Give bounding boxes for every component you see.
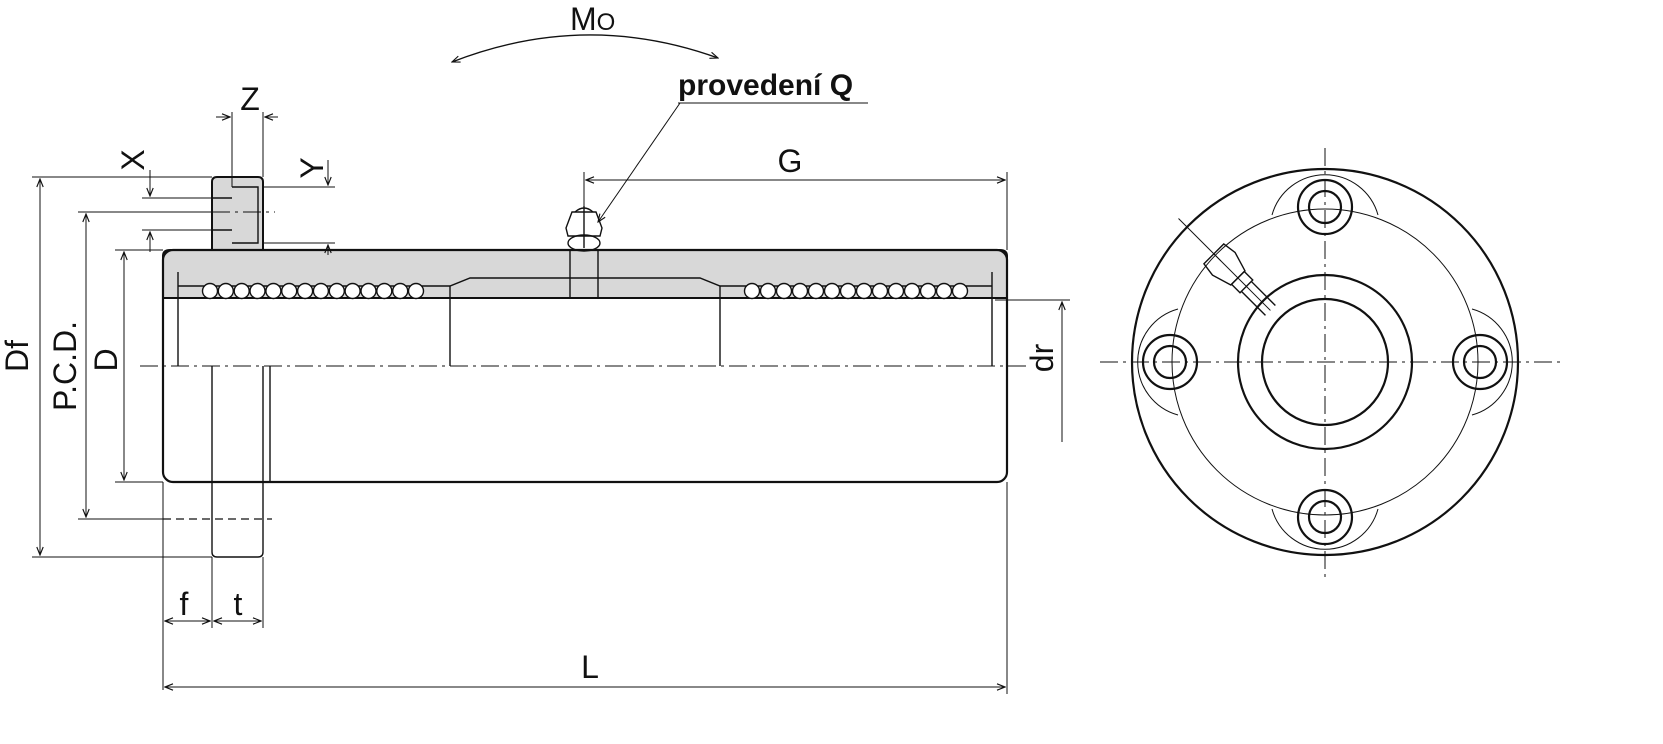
- dr-label: dr: [1024, 343, 1060, 372]
- x-label: X: [115, 149, 151, 170]
- moment-symbol: M: [570, 1, 597, 37]
- ball: [392, 282, 409, 300]
- ball: [233, 282, 250, 300]
- ball: [759, 282, 777, 300]
- ball: [296, 282, 314, 300]
- ball: [328, 282, 345, 300]
- ball: [871, 282, 889, 300]
- bolt-hole-left: [1137, 308, 1199, 416]
- z-label: Z: [240, 81, 260, 117]
- ball: [312, 282, 330, 300]
- flange-lower: [211, 366, 264, 558]
- variant-q-label: provedení Q: [678, 69, 853, 102]
- df-label: Df: [0, 340, 35, 372]
- ball: [855, 282, 873, 300]
- ball: [919, 282, 937, 300]
- ball: [839, 282, 857, 300]
- ball: [376, 282, 393, 300]
- front-view: [1100, 148, 1560, 578]
- ball: [823, 282, 841, 300]
- grease-nipple-front: [1178, 218, 1276, 316]
- ball: [201, 282, 219, 300]
- pcd-label: P.C.D.: [47, 321, 83, 411]
- flange-counterbore: [232, 186, 259, 244]
- moment-arrow: [452, 34, 718, 63]
- side-view: [140, 176, 1030, 558]
- grease-nipple-side: [565, 206, 603, 298]
- ball: [775, 282, 793, 300]
- ball-row-left: [201, 282, 425, 300]
- bolt-hole-bottom: [1271, 488, 1379, 550]
- bolt-hole-top: [1271, 174, 1379, 236]
- l-label: L: [581, 649, 599, 685]
- ball: [249, 282, 266, 300]
- g-label: G: [778, 143, 803, 179]
- flange-upper: [211, 176, 264, 251]
- y-label: Y: [294, 157, 330, 178]
- moment-label: MO: [570, 1, 615, 37]
- ball: [935, 282, 953, 300]
- flange-bolt-hole: [212, 197, 232, 231]
- d-label: D: [88, 348, 124, 371]
- ball: [791, 282, 809, 300]
- ball: [903, 282, 921, 300]
- dimensions: Df P.C.D. D X Y Z G: [0, 1, 1070, 694]
- ball: [360, 282, 377, 300]
- ball: [265, 282, 282, 300]
- bolt-hole-right: [1451, 308, 1513, 416]
- ball: [887, 282, 905, 300]
- ball: [407, 282, 425, 300]
- ball: [281, 282, 298, 300]
- variant-q-leader: [598, 102, 681, 222]
- ball: [743, 282, 761, 300]
- ball: [217, 282, 235, 300]
- t-label: t: [234, 586, 243, 622]
- f-label: f: [180, 586, 189, 622]
- moment-subscript: O: [597, 9, 616, 36]
- ball: [807, 282, 825, 300]
- ball: [344, 282, 361, 300]
- ball: [951, 282, 969, 300]
- ball-row-right: [743, 282, 969, 300]
